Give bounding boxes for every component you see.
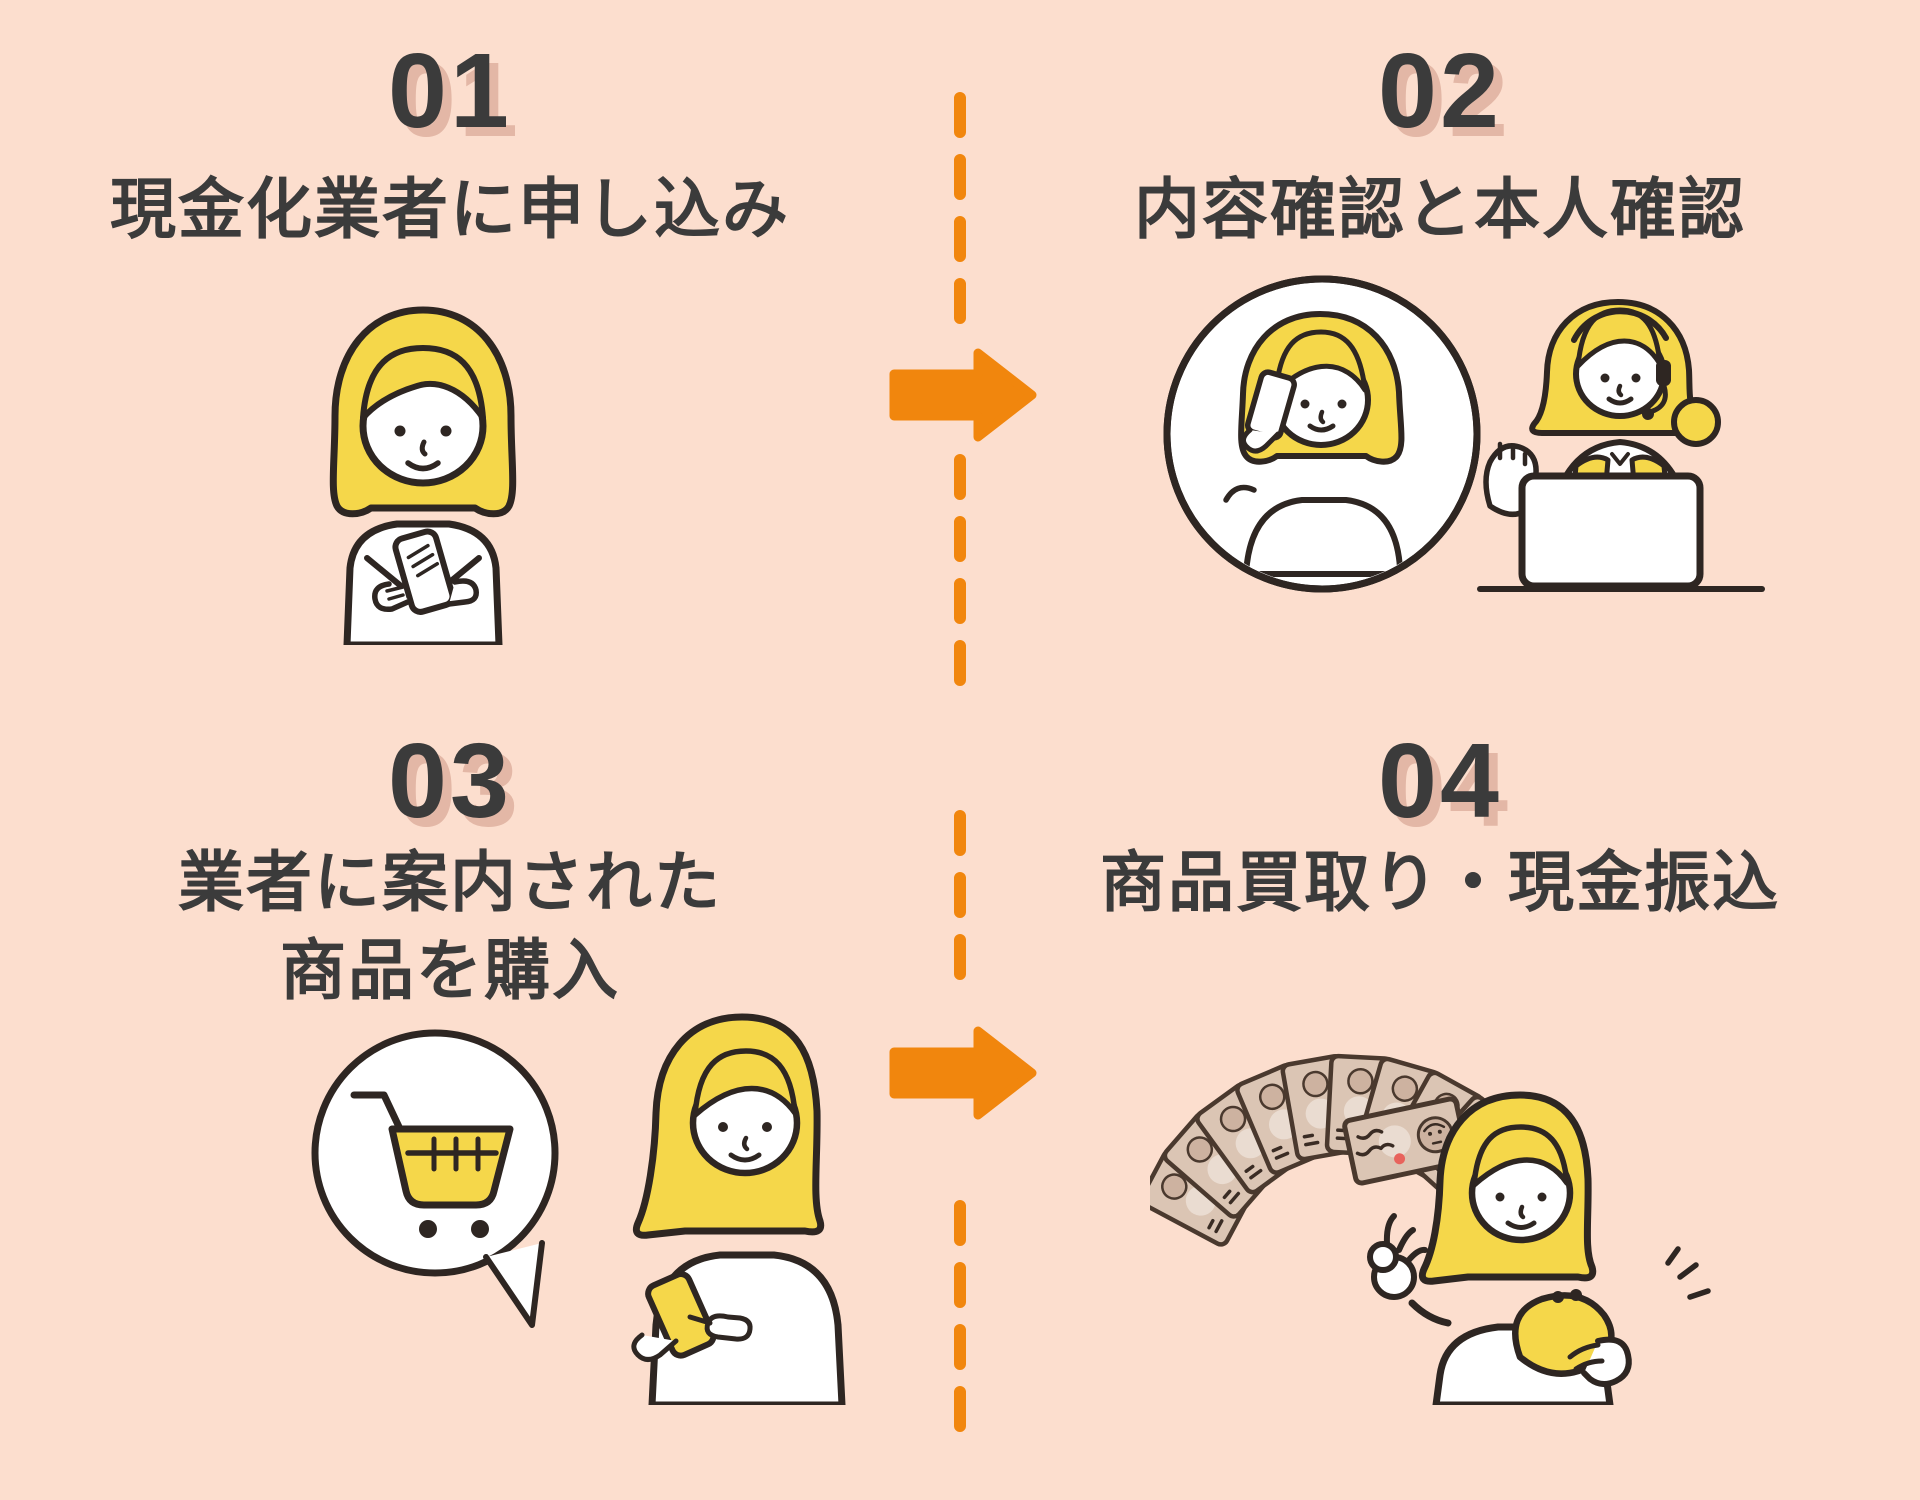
ok-sign-hand — [1367, 1213, 1428, 1300]
step-3-section: 03 業者に案内された 商品を購入 — [0, 690, 900, 1500]
right-arrow-icon — [889, 1026, 1037, 1120]
phone-call-and-operator-illustration — [1163, 275, 1765, 593]
cart-bubble-woman-phone-illustration — [311, 1013, 846, 1405]
hair-bun — [1671, 397, 1721, 447]
step-1-title: 現金化業者に申し込み — [110, 172, 790, 246]
right-hand — [446, 578, 480, 607]
bangs — [1273, 329, 1368, 395]
red-seal — [1394, 1153, 1406, 1165]
woman-with-purse — [1367, 1091, 1711, 1405]
headset-earcup — [1656, 360, 1671, 386]
caller-woman — [1223, 311, 1405, 577]
bangs — [692, 1048, 798, 1118]
sparkle-lines — [1665, 1246, 1711, 1300]
shopping-cart-icon — [350, 1091, 514, 1238]
step-4-section: 04 商品買取り・現金振込 — [960, 690, 1920, 1500]
step-1-number: 01 — [388, 32, 512, 150]
operator-woman — [1477, 299, 1765, 592]
woman-with-phone — [631, 1013, 846, 1405]
step-3-number: 03 — [388, 722, 512, 840]
headset-band — [1571, 308, 1669, 343]
flow-connector — [889, 92, 1037, 1432]
step-2-number: 02 — [1378, 32, 1502, 150]
shoulders — [1243, 497, 1403, 577]
pointing-hand — [704, 1313, 753, 1342]
banknotes-woman-purse-illustration — [1150, 1053, 1711, 1405]
hand — [1241, 427, 1281, 454]
step-3-title: 業者に案内された 商品を購入 — [178, 845, 722, 1007]
step-1-section: 01 現金化業者に申し込み — [0, 0, 900, 690]
right-arrow-icon — [889, 348, 1037, 442]
bangs — [1471, 1124, 1570, 1188]
step-4-number: 04 — [1378, 722, 1502, 840]
holding-hand — [1581, 1336, 1632, 1387]
step-4-title: 商品買取り・現金振込 — [1100, 845, 1780, 919]
coin-purse — [1512, 1289, 1615, 1377]
step-2-section: 02 内容確認と本人確認 — [960, 0, 1920, 690]
holding-hand — [631, 1332, 679, 1362]
woman-using-smartphone-illustration — [329, 306, 517, 645]
bangs — [360, 345, 486, 421]
yellow-smartphone — [645, 1271, 717, 1359]
speech-bubble-tail — [483, 1240, 545, 1328]
smartphone — [392, 528, 456, 615]
laptop — [1518, 472, 1704, 590]
step-2-title: 内容確認と本人確認 — [1134, 172, 1746, 246]
